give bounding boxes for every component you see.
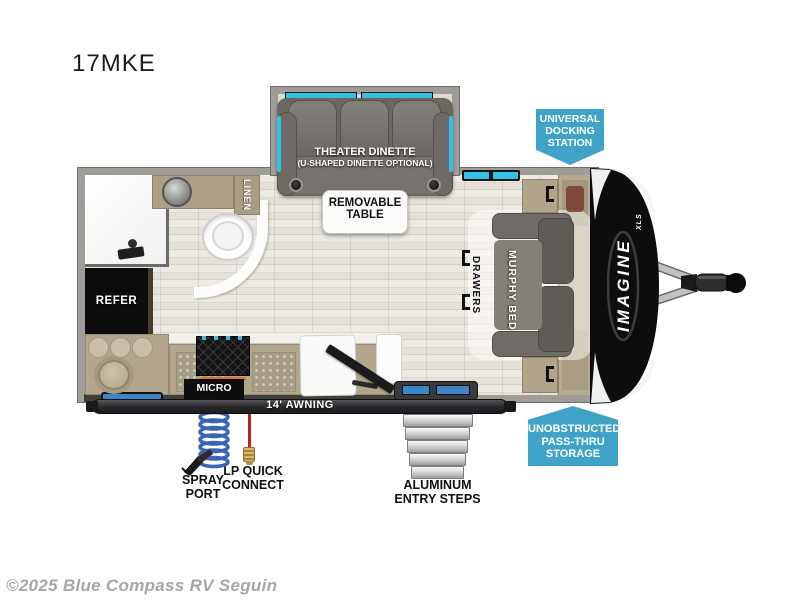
entry-steps — [403, 414, 473, 479]
brand-oval — [606, 230, 640, 342]
brand-logo: IMAGINE — [614, 238, 633, 332]
nightstand-bottom — [522, 357, 558, 393]
door-swing-bracket-icon — [462, 250, 470, 266]
cap-accent-swoosh — [591, 352, 611, 403]
linen-label: LINEN — [242, 179, 252, 211]
stored-items — [566, 186, 584, 212]
drawers-label: DRAWERS — [470, 256, 481, 315]
cooktop-knobs-icon — [202, 336, 246, 340]
lp-hose-icon — [248, 411, 251, 448]
docking-line2: DOCKING — [545, 124, 595, 137]
refrigerator: REFER — [85, 268, 153, 334]
lp-fitting-icon — [243, 447, 255, 462]
steps-label-line1: ALUMINUM — [403, 478, 472, 492]
murphy-bed-label: MURPHY BED — [506, 250, 518, 331]
brand-series: XLS — [636, 213, 643, 231]
passthru-line2: PASS-THRU — [541, 435, 605, 448]
awning-label: 14' AWNING — [266, 399, 334, 411]
nightstand-top — [522, 179, 558, 213]
docking-line1: UNIVERSAL — [539, 113, 601, 125]
removable-table-line1: REMOVABLE — [328, 197, 402, 209]
theater-dinette-label-line2: (U-SHAPED DINETTE OPTIONAL) — [297, 157, 433, 168]
front-cap — [590, 168, 659, 404]
cap-accent-swoosh — [609, 352, 655, 403]
door-swing-bracket-icon — [546, 186, 554, 202]
steps-label-line2: ENTRY STEPS — [394, 491, 481, 506]
docking-line3: STATION — [547, 136, 593, 149]
pass-thru-storage-badge: UNOBSTRUCTED PASS-THRU STORAGE — [528, 406, 618, 466]
sofa-cushion — [392, 100, 441, 158]
refer-label: REFER — [95, 294, 138, 307]
toilet-bowl — [212, 221, 244, 251]
sofa-accent-right — [449, 116, 453, 172]
bedroom-window — [462, 170, 520, 181]
cooktop — [196, 336, 250, 376]
cupholder-icon — [427, 178, 441, 192]
cupholder-icon — [289, 178, 303, 192]
burner-cover-icon — [110, 337, 131, 358]
sofa-accent-left — [277, 116, 281, 172]
front-cap-and-hitch: IMAGINE XLS — [590, 168, 746, 404]
lp-fitting-tip-icon — [246, 461, 253, 465]
steps-label: ALUMINUM ENTRY STEPS — [380, 478, 495, 506]
hitch-jack-icon — [681, 274, 697, 292]
spray-port-line1: SPRAY — [182, 473, 224, 487]
linen-cabinet: LINEN — [234, 175, 260, 215]
microwave: MICRO — [184, 379, 244, 399]
counter-section — [252, 352, 296, 392]
theater-dinette-label-line1: THEATER DINETTE — [314, 146, 416, 158]
cap-accent-swoosh — [609, 169, 655, 220]
removable-table-line2: TABLE — [346, 209, 384, 222]
spray-port-label: SPRAY PORT — [168, 473, 238, 501]
door-swing-bracket-icon — [546, 366, 554, 382]
bed-back-cushion — [538, 218, 574, 284]
shower-knob-icon — [128, 239, 137, 248]
cap-accent-swoosh — [591, 169, 611, 220]
spray-port-line2: PORT — [185, 486, 221, 501]
kitchen-sink — [94, 356, 134, 394]
entry-door-leaf — [376, 334, 402, 384]
theater-dinette-label: THEATER DINETTE (U-SHAPED DINETTE OPTION… — [271, 146, 459, 168]
door-swing-bracket-icon — [462, 294, 470, 310]
door-window — [402, 385, 430, 395]
murphy-bed-seat — [494, 240, 542, 330]
burner-cover-icon — [88, 337, 109, 358]
hitch-ball-icon — [726, 273, 746, 293]
micro-label: MICRO — [196, 382, 232, 395]
burner-cover-icon — [132, 337, 153, 358]
model-title: 17MKE — [72, 50, 156, 77]
universal-docking-station-badge: UNIVERSAL DOCKING STATION — [536, 109, 604, 165]
sofa-seat — [286, 156, 444, 194]
lp-line2: CONNECT — [222, 477, 284, 492]
counter-backsplash — [169, 333, 397, 344]
bed-back-cushion — [538, 286, 574, 352]
lp-quick-connect-label: LP QUICK CONNECT — [218, 464, 288, 492]
passthru-line1: UNOBSTRUCTED — [528, 423, 621, 435]
spray-gun-icon — [181, 449, 213, 476]
awning-end-cap — [504, 401, 516, 412]
bathroom-sink — [162, 177, 192, 207]
removable-table: REMOVABLE TABLE — [322, 190, 408, 234]
door-window — [436, 385, 470, 395]
lp-line1: LP QUICK — [223, 464, 283, 478]
passthru-line3: STORAGE — [545, 448, 601, 461]
copyright-watermark: ©2025 Blue Compass RV Seguin — [6, 576, 278, 595]
awning-end-cap — [86, 401, 98, 412]
